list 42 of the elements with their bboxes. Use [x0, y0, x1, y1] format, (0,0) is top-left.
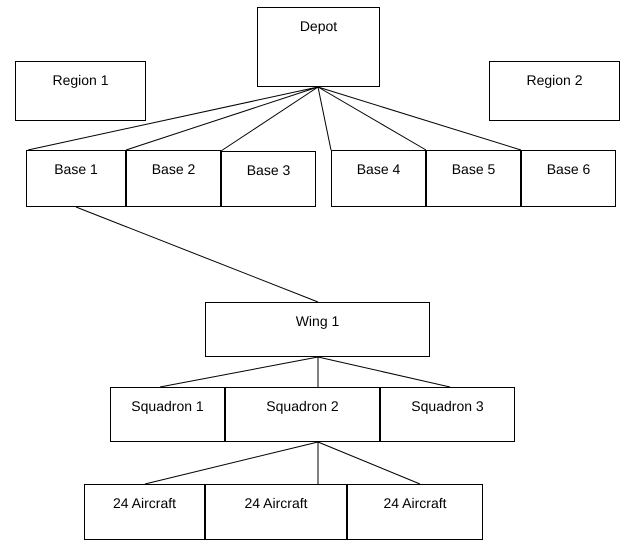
org-box — [205, 484, 347, 540]
org-box — [84, 484, 205, 540]
box-label: Wing 1 — [296, 313, 340, 329]
connector-line — [220, 86, 318, 152]
org-box — [331, 150, 426, 207]
box-label: Base 5 — [452, 161, 496, 177]
box-label: Region 1 — [52, 72, 109, 88]
connector-line — [126, 86, 318, 150]
box-label: Base 3 — [246, 162, 290, 178]
box-label: Base 1 — [54, 161, 98, 177]
org-box — [380, 387, 515, 442]
box-label: 24 Aircraft — [244, 495, 308, 511]
box-label: Region 2 — [526, 72, 583, 88]
org-box — [426, 150, 521, 207]
connector-line — [318, 356, 450, 388]
org-box — [110, 387, 225, 442]
connector-line — [318, 86, 426, 150]
box-label: 24 Aircraft — [112, 495, 176, 511]
connector-line — [318, 86, 332, 150]
connector-line — [318, 442, 420, 484]
org-box — [15, 61, 146, 121]
box-label: Squadron 3 — [411, 398, 484, 414]
org-box — [26, 150, 126, 207]
connector-line — [318, 86, 522, 150]
org-box — [347, 484, 483, 540]
org-box — [205, 302, 430, 357]
box-label: Base 2 — [152, 161, 196, 177]
org-box — [489, 61, 620, 121]
org-box — [221, 151, 316, 207]
box-label: Base 4 — [356, 161, 400, 177]
org-box — [126, 150, 221, 207]
org-box — [521, 150, 616, 207]
connector-line — [160, 356, 318, 388]
box-label: 24 Aircraft — [383, 495, 447, 511]
org-box — [225, 387, 380, 442]
org-box — [257, 7, 380, 87]
box-label: Squadron 2 — [266, 398, 339, 414]
box-label: Base 6 — [546, 161, 590, 177]
box-label: Depot — [300, 18, 338, 34]
box-label: Squadron 1 — [131, 398, 204, 414]
connector-line — [144, 442, 318, 484]
connector-line — [76, 206, 318, 302]
